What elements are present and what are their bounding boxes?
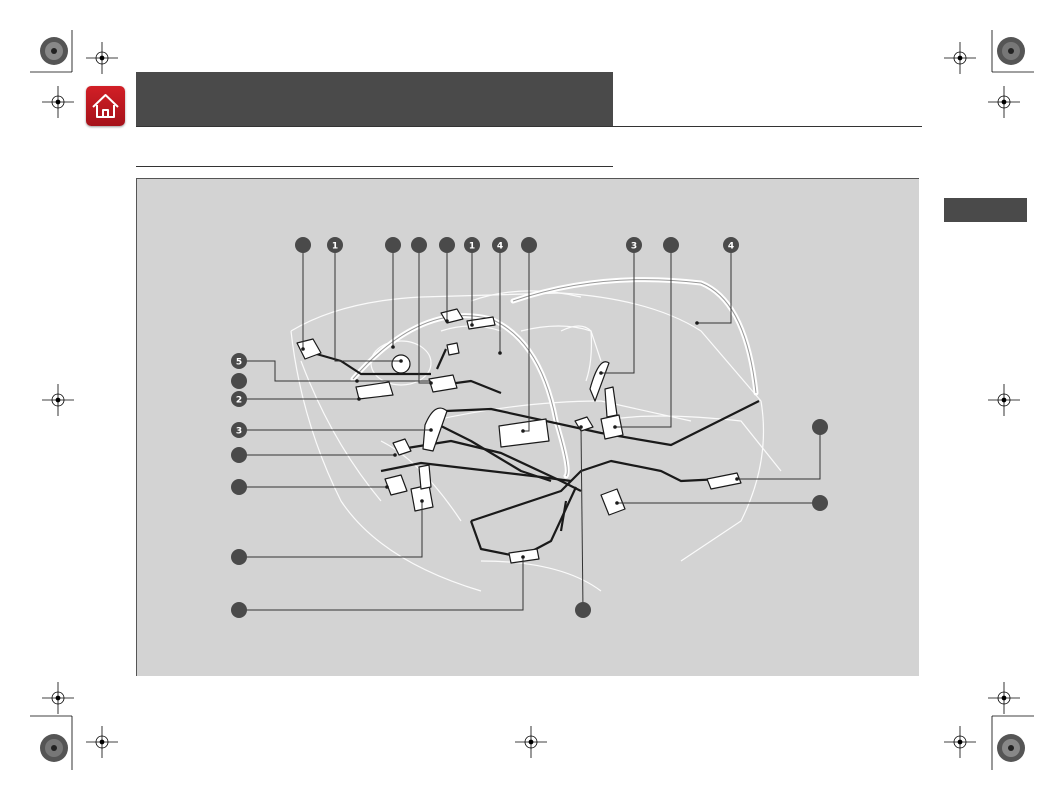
callout-badge [626,237,642,253]
callout-number: 1 [469,242,475,252]
home-button[interactable] [86,86,125,126]
callout-badge [439,237,455,253]
airbag-system-figure: 1 1 2 3 3 4 4 5 [136,178,919,676]
header-band [136,72,613,126]
callout-number: 1 [332,242,338,252]
callout-badge [231,353,247,369]
callout-number: 4 [728,242,734,252]
callout-badge [464,237,480,253]
callout-badge [231,479,247,495]
callout-badge [295,237,311,253]
chapter-tab[interactable] [944,198,1027,222]
house-icon [92,94,119,118]
callout-badge [231,447,247,463]
registration-mark-icon [42,42,1020,758]
callout-number: 3 [631,242,637,252]
header-divider [136,126,922,127]
callout-badge [723,237,739,253]
callout-badge [812,419,828,435]
callout-number: 2 [236,396,242,406]
callout-number: 4 [497,242,503,252]
color-target-icon [40,37,1025,762]
callout-badge [231,602,247,618]
callout-number: 3 [236,427,242,437]
callout-badge [231,422,247,438]
callout-badge [411,237,427,253]
car-interior-illustration: 1 1 2 3 3 4 4 5 [231,237,828,618]
callout-number: 5 [236,358,242,368]
callout-badge [812,495,828,511]
callout-badge [521,237,537,253]
section-divider [136,166,613,167]
callout-badge [231,549,247,565]
callout-badge [231,391,247,407]
callout-badge [575,602,591,618]
callout-badge [385,237,401,253]
callout-badge [492,237,508,253]
callout-badge [231,373,247,389]
callout-badge [327,237,343,253]
callout-badge [663,237,679,253]
